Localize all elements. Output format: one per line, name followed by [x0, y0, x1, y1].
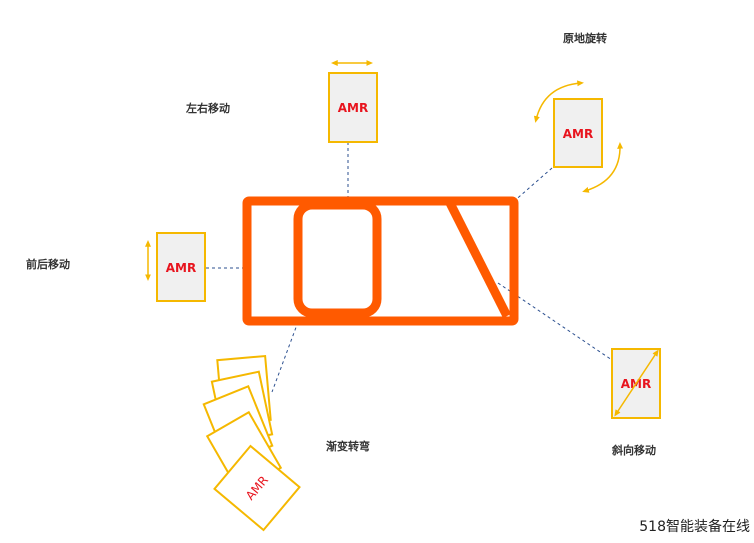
label-diagonal: 斜向移动	[612, 444, 656, 457]
central-frame	[242, 196, 519, 326]
rotate-arrow-upper-icon	[533, 80, 584, 123]
amr-forward-back: AMR	[145, 232, 206, 302]
amr-lateral: AMR	[328, 60, 378, 143]
rotate-arrow-lower-icon	[582, 142, 624, 193]
diagonal-arrow-icon	[614, 349, 659, 417]
amr-lateral-label: AMR	[338, 101, 368, 115]
label-forward-back: 前后移动	[26, 258, 70, 271]
amr-diagonal: AMR	[611, 348, 661, 419]
label-rotate: 原地旋转	[563, 32, 607, 45]
label-gradual-turn: 渐变转弯	[326, 440, 370, 453]
amr-rotate-label: AMR	[563, 127, 593, 141]
label-lateral: 左右移动	[186, 102, 230, 115]
amr-rotate: AMR	[533, 80, 624, 193]
amr-gradual-turn-stack: AMR	[202, 354, 301, 532]
watermark: 518智能装备在线	[639, 519, 750, 535]
connector-lines	[206, 142, 613, 393]
amr-forward-back-label: AMR	[166, 261, 196, 275]
